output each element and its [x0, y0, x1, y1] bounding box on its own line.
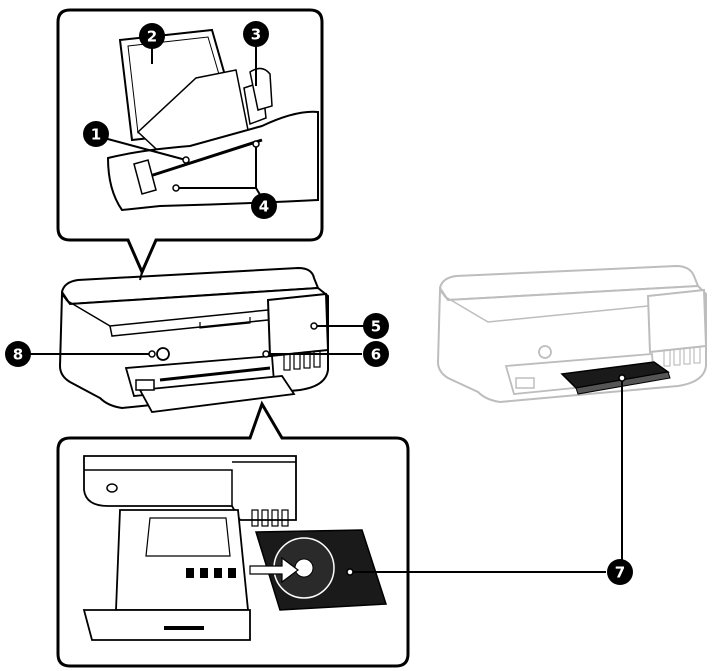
callout-1: 1: [83, 121, 109, 147]
output-tray: [138, 375, 296, 413]
front-port: [135, 379, 155, 391]
inset-power-button: [106, 483, 118, 493]
power-button: [156, 347, 170, 361]
leader-dots: [148, 140, 626, 576]
callout-4-label: 4: [259, 198, 269, 216]
callout-6: 6: [363, 341, 389, 367]
inset-tray-lip: [164, 626, 204, 630]
printer-main: [58, 266, 330, 413]
control-panel-edge: [109, 319, 269, 337]
callout-2-label: 2: [147, 28, 157, 46]
insert-arrow-icon: [249, 556, 299, 584]
callout-7: 7: [607, 559, 633, 585]
callout-6-label: 6: [371, 346, 381, 364]
inset-cd-tray: [56, 400, 410, 668]
faded-ink-windows: [663, 346, 701, 367]
callout-8-label: 8: [13, 346, 23, 364]
panel-notch: [199, 317, 251, 329]
callout-5-label: 5: [371, 318, 381, 336]
inset-alignment-marks: [186, 568, 236, 578]
inset-panel: [84, 469, 233, 506]
cd-disc-hub: [294, 558, 314, 578]
inset-paper-cassette: [115, 509, 249, 611]
callout-8: 8: [5, 341, 31, 367]
lead-line-inset-top: [139, 271, 143, 281]
output-tray-slot: [159, 366, 271, 382]
leader-1: [103, 137, 187, 161]
inset-output-tray: [82, 609, 251, 641]
ink-tank-unit: [266, 292, 330, 358]
edge-guide-left: [133, 159, 157, 195]
callout-4: 4: [251, 193, 277, 219]
inset-ink-windows: [251, 509, 289, 527]
faded-lid: [438, 264, 700, 302]
faded-scanner-edge: [443, 295, 649, 323]
printer-rear-body: [106, 110, 319, 212]
rear-feed-slot: [149, 138, 263, 178]
printer-lid: [60, 266, 320, 306]
callout-3-label: 3: [251, 26, 261, 44]
callout-5: 5: [363, 313, 389, 339]
inset-cassette-guide: [145, 517, 231, 557]
callout-7-label: 7: [615, 564, 625, 582]
faded-power-button: [538, 345, 552, 359]
inset-printer-body: [83, 455, 297, 521]
callout-1-label: 1: [91, 126, 101, 144]
faded-ink-tank: [646, 288, 708, 354]
callout-3: 3: [243, 21, 269, 47]
callout-2: 2: [139, 23, 165, 49]
faded-front-port: [515, 377, 535, 389]
